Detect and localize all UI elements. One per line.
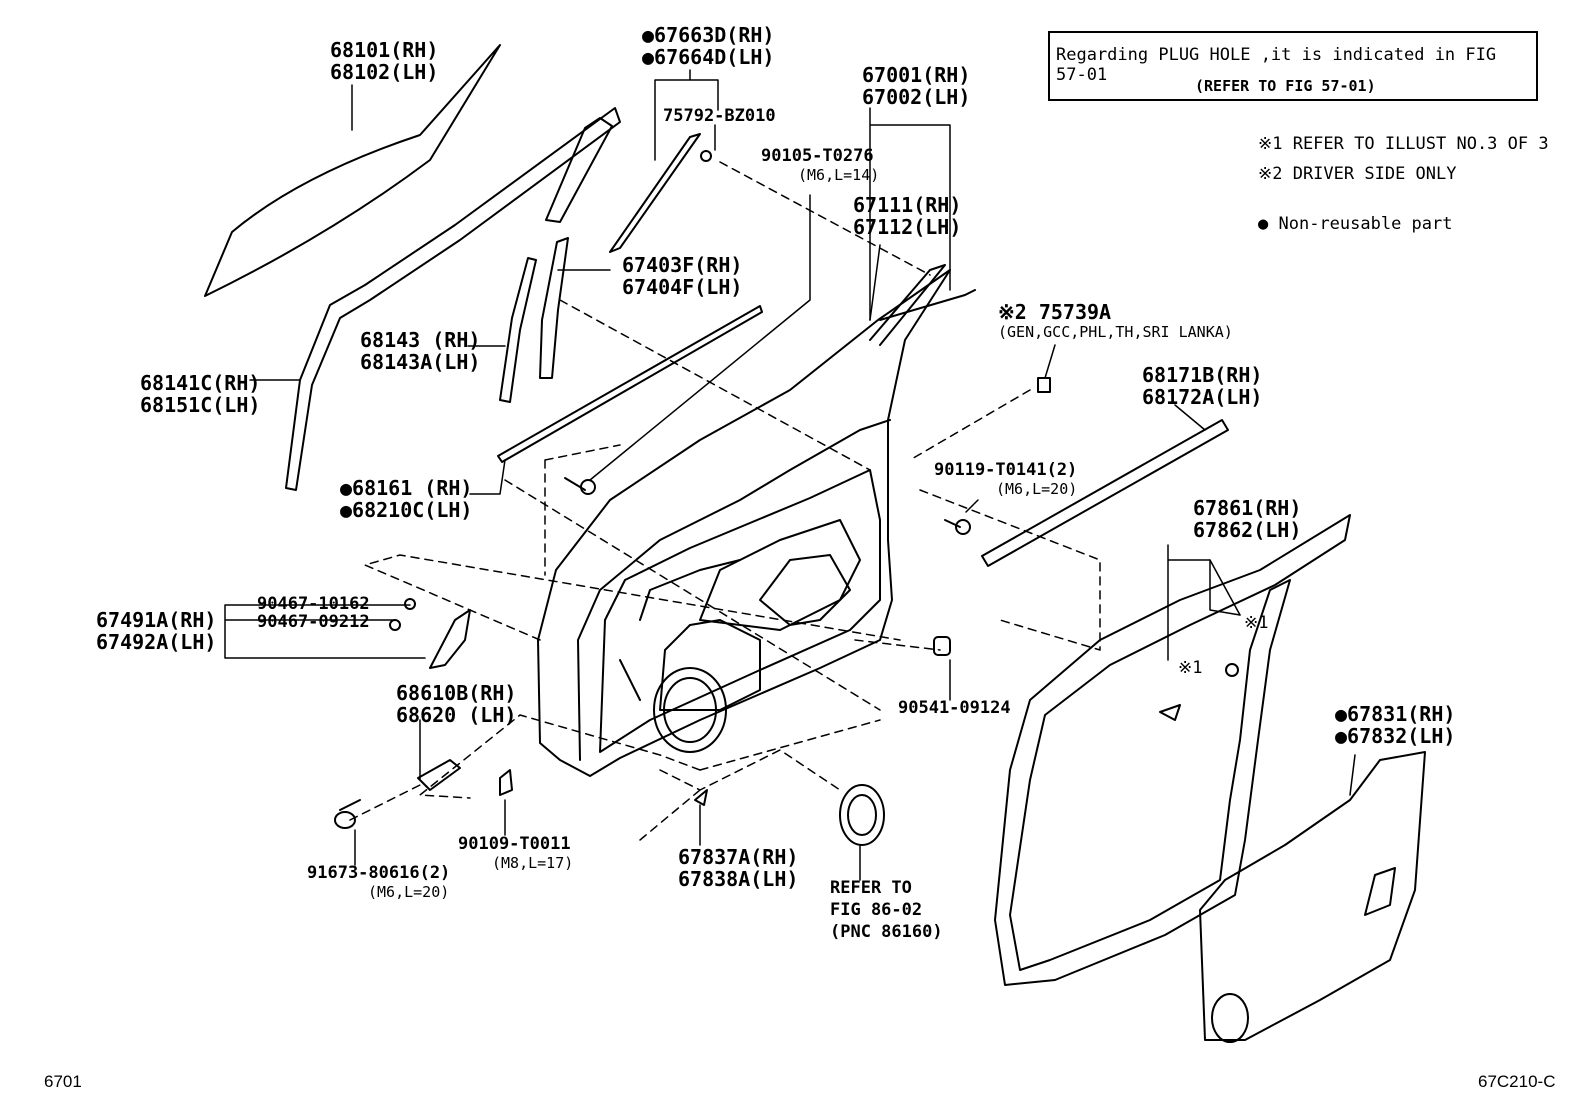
- label-75739: ※2 75739A: [998, 300, 1112, 324]
- label-90467-10162: 90467-10162: [257, 594, 370, 614]
- plug-hole-notice: Regarding PLUG HOLE ,it is indicated in …: [1048, 31, 1538, 101]
- label-68143a: 68143A(LH): [360, 350, 481, 374]
- label-91673-spec: (M6,L=20): [368, 883, 450, 901]
- refer-to-line3: (PNC 86160): [830, 922, 943, 942]
- label-68143: 68143 (RH): [360, 328, 481, 352]
- reference-note-1: ※1 REFER TO ILLUST NO.3 OF 3: [1258, 134, 1549, 154]
- division-bar: [499, 257, 537, 403]
- label-90541: 90541-09124: [898, 698, 1011, 718]
- plug-hole-line1: Regarding PLUG HOLE ,it is indicated in …: [1056, 45, 1497, 85]
- label-67664: 67664D(LH): [642, 47, 774, 67]
- label-67404: 67404F(LH): [622, 275, 743, 299]
- ref-mark-1a: ※1: [1244, 613, 1269, 633]
- service-hole-cover: [1199, 751, 1426, 1041]
- label-67832: 67832(LH): [1335, 726, 1455, 746]
- door-glass: [204, 44, 501, 297]
- label-90105: 90105-T0276: [761, 146, 874, 166]
- filled-dot-icon: ●: [1258, 214, 1269, 234]
- label-68172: 68172A(LH): [1142, 385, 1263, 409]
- figure-number: 6701: [44, 1072, 82, 1091]
- label-67861: 67861(RH): [1193, 496, 1302, 520]
- belt-weatherstrip: [497, 305, 763, 463]
- label-90109: 90109-T0011: [458, 834, 571, 854]
- refer-to-line1: REFER TO: [830, 878, 912, 898]
- label-67862: 67862(LH): [1193, 518, 1302, 542]
- label-68620: 68620 (LH): [396, 703, 517, 727]
- ref-mark-1b: ※1: [1178, 658, 1203, 678]
- label-68171: 68171B(RH): [1142, 363, 1263, 387]
- non-reusable-legend: ● Non-reusable part: [1258, 214, 1453, 234]
- label-90119: 90119-T0141(2): [934, 460, 1078, 480]
- label-68610: 68610B(RH): [396, 681, 517, 705]
- label-67403: 67403F(RH): [622, 253, 743, 277]
- glass-run-channel: [285, 107, 621, 491]
- label-75739-spec: (GEN,GCC,PHL,TH,SRI LANKA): [998, 323, 1233, 341]
- label-67663: 67663D(RH): [642, 25, 774, 45]
- label-67838: 67838A(LH): [678, 867, 799, 891]
- label-68210: 68210C(LH): [340, 500, 472, 520]
- label-68101: 68101(RH): [330, 38, 439, 62]
- illustration-code: 67C210-C: [1478, 1072, 1556, 1091]
- label-68151: 68151C(LH): [140, 393, 261, 417]
- label-90119-spec: (M6,L=20): [996, 480, 1078, 498]
- label-68161: 68161 (RH): [340, 478, 472, 498]
- label-68141: 68141C(RH): [140, 371, 261, 395]
- label-91673: 91673-80616(2): [307, 863, 451, 883]
- speaker-hole: [653, 667, 727, 753]
- refer-to-line2: FIG 86-02: [830, 900, 923, 920]
- label-67112: 67112(LH): [853, 215, 962, 239]
- label-67492: 67492A(LH): [96, 630, 217, 654]
- label-90105-spec: (M6,L=14): [798, 166, 880, 184]
- label-67001: 67001(RH): [862, 63, 971, 87]
- reference-note-2: ※2 DRIVER SIDE ONLY: [1258, 164, 1457, 184]
- label-90109-spec: (M8,L=17): [492, 854, 574, 872]
- label-67491: 67491A(RH): [96, 608, 217, 632]
- label-90467-09212: 90467-09212: [257, 612, 370, 632]
- label-67837: 67837A(RH): [678, 845, 799, 869]
- label-75792: 75792-BZ010: [663, 106, 776, 126]
- door-weatherstrip: [994, 514, 1351, 986]
- label-67831: 67831(RH): [1335, 704, 1455, 724]
- frame-molding: [609, 133, 701, 253]
- door-shell: [537, 269, 951, 777]
- label-67111: 67111(RH): [853, 193, 962, 217]
- label-67002: 67002(LH): [862, 85, 971, 109]
- plug-hole-line2: (REFER TO FIG 57-01): [1195, 77, 1376, 95]
- label-68102: 68102(LH): [330, 60, 439, 84]
